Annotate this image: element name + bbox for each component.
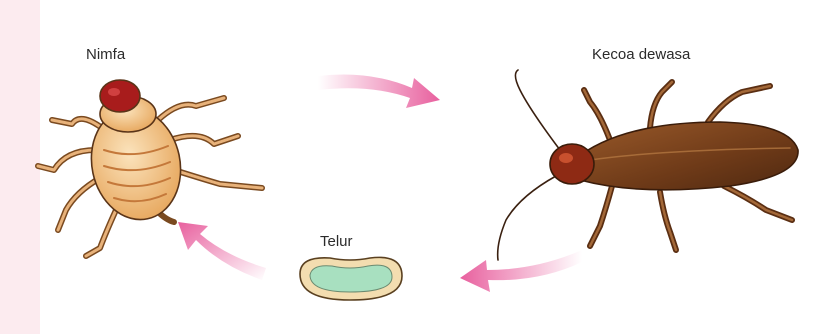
corner-tint [0,0,40,334]
nymph-illustration [38,80,262,256]
arrow-adult-to-egg [460,250,582,292]
label-nymph: Nimfa [86,46,125,63]
egg-illustration [300,257,402,300]
arrow-egg-to-nymph [178,222,266,280]
arrow-nymph-to-adult [318,75,440,109]
label-egg: Telur [320,233,353,250]
label-adult-cockroach: Kecoa dewasa [592,46,690,63]
adult-cockroach-illustration [498,70,798,260]
